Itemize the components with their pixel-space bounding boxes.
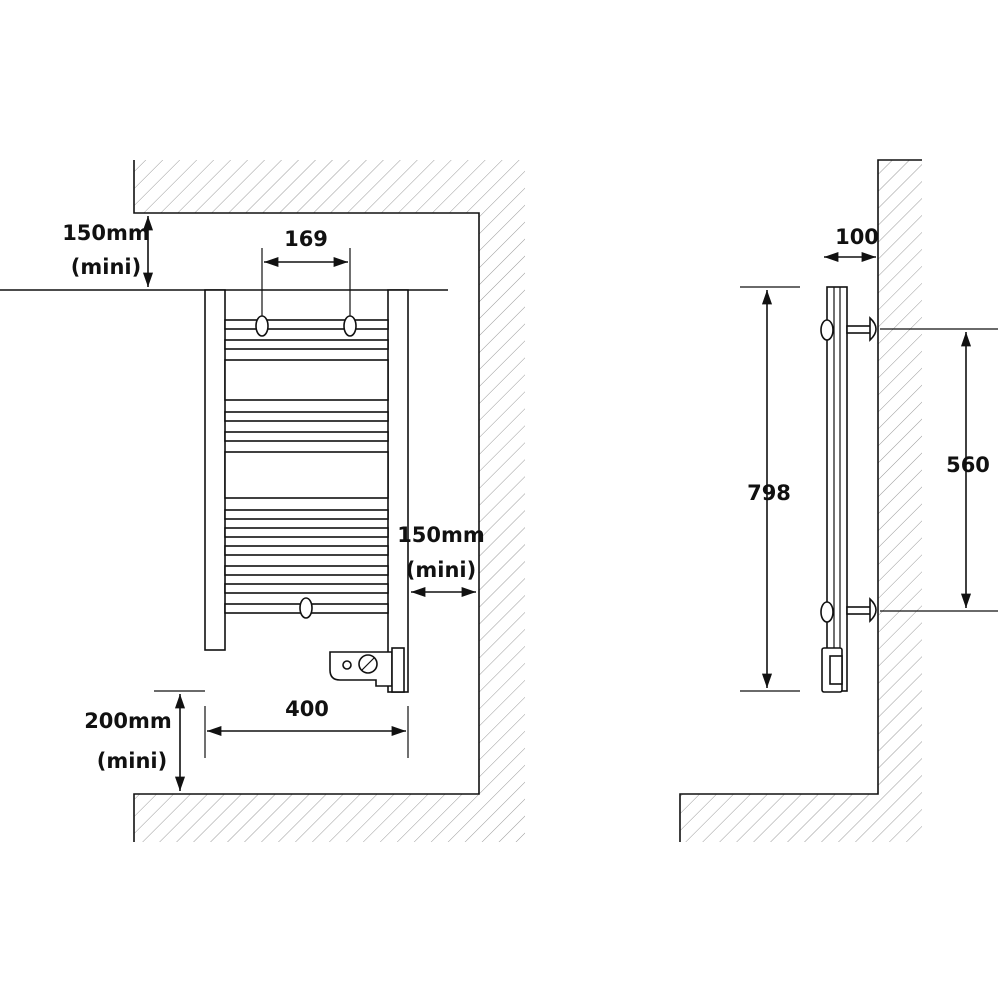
bracket-spacing-label: 169: [284, 227, 328, 251]
side-view: 100 798 560: [679, 159, 998, 842]
bottom-bracket: [299, 597, 313, 619]
top-clearance-note: (mini): [71, 255, 141, 279]
crossbar: [224, 451, 389, 499]
crossbar: [224, 359, 389, 401]
top-wall-mount: [846, 316, 877, 342]
top-left-bracket: [255, 315, 269, 337]
crossbars: [224, 319, 389, 614]
bottom-clearance-label: 200mm: [84, 709, 172, 733]
side-top-bracket: [820, 319, 834, 341]
front-wall-hatching: [134, 160, 525, 842]
heating-element-control: [329, 647, 405, 693]
bracket-height-label: 560: [946, 453, 990, 477]
height-label: 798: [747, 481, 791, 505]
side-clearance-note: (mini): [406, 558, 476, 582]
top-clearance-label: 150mm: [62, 221, 150, 245]
crossbar: [224, 583, 389, 594]
top-right-bracket: [343, 315, 357, 337]
side-bottom-bracket: [820, 601, 834, 623]
side-wall-hatching: [680, 160, 922, 842]
crossbar: [224, 545, 389, 556]
crossbar: [224, 319, 389, 330]
bottom-clearance-note: (mini): [97, 749, 167, 773]
right-rail-tube: [387, 289, 409, 693]
side-heating-element: [821, 647, 843, 693]
offset-label: 100: [835, 225, 879, 249]
crossbar: [224, 565, 389, 576]
rail-profile: [826, 286, 848, 692]
crossbar: [224, 509, 389, 520]
width-label: 400: [285, 697, 329, 721]
front-wall-outline: [133, 160, 480, 842]
crossbar: [224, 527, 389, 538]
crossbar: [224, 431, 389, 442]
side-wall-outline: [679, 159, 922, 842]
crossbar: [224, 411, 389, 422]
side-clearance-label: 150mm: [397, 523, 485, 547]
bottom-wall-mount: [846, 597, 877, 623]
front-view: 150mm (mini) 169: [0, 160, 525, 842]
crossbar: [224, 339, 389, 350]
left-rail-tube: [204, 289, 226, 651]
